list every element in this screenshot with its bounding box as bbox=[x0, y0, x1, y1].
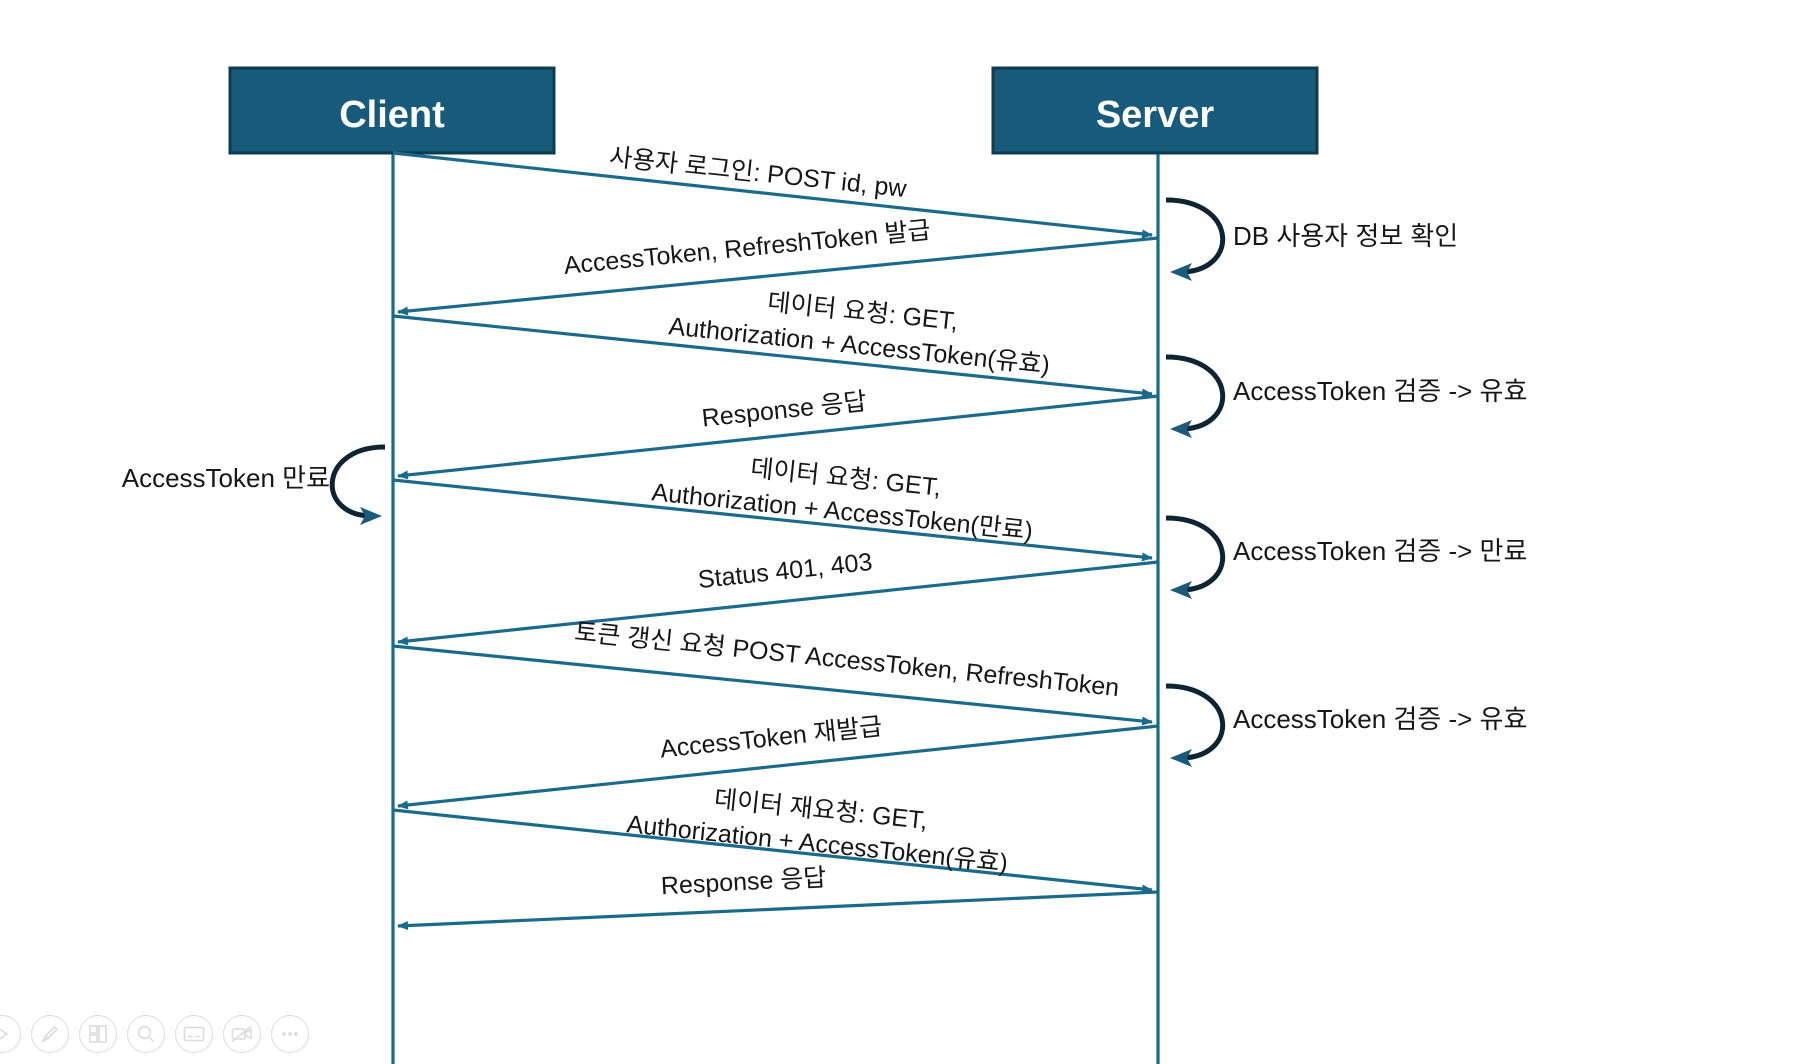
message-m10: Response 응답 bbox=[397, 864, 1159, 931]
play-button[interactable] bbox=[0, 1015, 21, 1053]
message-label-m6: Status 401, 403 bbox=[697, 548, 874, 594]
pen-icon bbox=[41, 1025, 59, 1043]
play-icon bbox=[0, 1028, 9, 1040]
self-note-n1: DB 사용자 정보 확인 bbox=[1165, 197, 1458, 281]
message-m6: Status 401, 403 bbox=[397, 548, 1159, 646]
message-label-m2: AccessToken, RefreshToken 발급 bbox=[563, 216, 932, 280]
self-note-n5: AccessToken 검증 -> 유효 bbox=[1165, 683, 1527, 767]
presenter-toolbar bbox=[0, 1010, 309, 1058]
video-off-icon bbox=[231, 1025, 252, 1043]
self-note-n2: AccessToken 검증 -> 유효 bbox=[1165, 354, 1527, 438]
self-loop-arc bbox=[1165, 683, 1226, 767]
self-loop-arc bbox=[1165, 197, 1226, 281]
self-note-n3: AccessToken 만료 bbox=[122, 444, 386, 525]
self-note-label-n2: AccessToken 검증 -> 유효 bbox=[1233, 376, 1527, 406]
grid-slides-icon bbox=[89, 1025, 107, 1043]
message-arrow bbox=[397, 236, 1159, 316]
actor-client-label: Client bbox=[339, 94, 445, 136]
self-note-label-n5: AccessToken 검증 -> 유효 bbox=[1233, 704, 1527, 734]
more-ellipsis-icon bbox=[282, 1032, 298, 1036]
message-label-m1: 사용자 로그인: POST id, pw bbox=[608, 143, 909, 203]
video-off-button[interactable] bbox=[223, 1015, 261, 1053]
message-label-m8: AccessToken 재발급 bbox=[659, 712, 884, 763]
message-m3: 데이터 요청: GET, Authorization + AccessToken… bbox=[392, 288, 1153, 398]
message-arrow bbox=[392, 808, 1153, 894]
message-label-m4: Response 응답 bbox=[700, 387, 868, 432]
message-m5: 데이터 요청: GET, Authorization + AccessToken… bbox=[392, 454, 1153, 562]
message-arrow bbox=[397, 560, 1159, 646]
message-arrow bbox=[397, 724, 1159, 810]
self-note-n4: AccessToken 검증 -> 만료 bbox=[1165, 515, 1527, 599]
message-arrow bbox=[392, 151, 1153, 239]
message-arrow bbox=[392, 314, 1153, 398]
pen-button[interactable] bbox=[31, 1015, 69, 1053]
message-arrow bbox=[392, 478, 1153, 562]
actor-server-label: Server bbox=[1096, 94, 1215, 136]
captions-button[interactable] bbox=[175, 1015, 213, 1053]
self-loop-arc bbox=[1165, 515, 1226, 599]
lifelines bbox=[391, 153, 1160, 1064]
self-note-label-n1: DB 사용자 정보 확인 bbox=[1233, 221, 1458, 251]
magnifier-icon bbox=[137, 1025, 155, 1043]
captions-icon bbox=[183, 1026, 205, 1042]
message-label-m7: 토큰 갱신 요청 POST AccessToken, RefreshToken bbox=[573, 618, 1120, 702]
message-label-m10: Response 응답 bbox=[660, 864, 827, 901]
zoom-button[interactable] bbox=[127, 1015, 165, 1053]
all-slides-button[interactable] bbox=[79, 1015, 117, 1053]
message-arrow bbox=[392, 644, 1153, 726]
self-loop-arc bbox=[329, 444, 386, 525]
message-m7: 토큰 갱신 요청 POST AccessToken, RefreshToken bbox=[392, 618, 1153, 726]
self-loop-arc bbox=[1165, 354, 1226, 438]
more-options-button[interactable] bbox=[271, 1015, 309, 1053]
message-arrow bbox=[397, 890, 1159, 931]
self-note-label-n3: AccessToken 만료 bbox=[122, 463, 330, 493]
message-m1: 사용자 로그인: POST id, pw bbox=[392, 143, 1153, 239]
actor-client[interactable]: Client bbox=[228, 66, 556, 155]
message-arrow bbox=[397, 394, 1159, 480]
self-note-label-n4: AccessToken 검증 -> 만료 bbox=[1233, 536, 1527, 566]
actor-server[interactable]: Server bbox=[991, 66, 1319, 155]
